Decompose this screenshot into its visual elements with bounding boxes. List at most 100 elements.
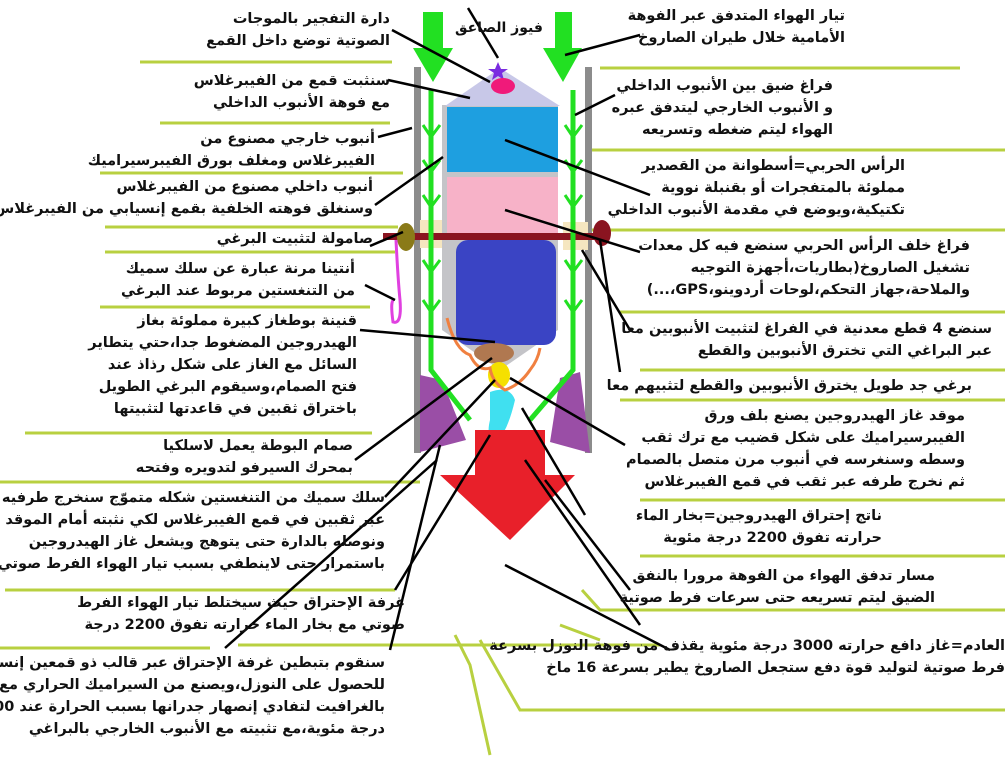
label-line: صمام البوطة يعمل لاسلكيا [163,438,353,454]
label-line: السائل مع الغاز على شكل رذاذ عند [107,357,357,373]
leader-line [509,376,626,447]
leader-line [377,126,413,139]
label-line: غرفة الإحتراق حيث سيختلط تيار الهواء الف… [77,595,405,611]
leader-line [466,7,500,59]
leader-line [224,459,438,649]
airflow-stream-left [428,90,472,422]
label-line: من التنغستين مربوط عند البرغي [120,283,355,299]
label-front-airflow: تيار الهواء المتدفق عبر الفوهة الأمامية خ… [628,5,845,49]
label-line: سنثبت قمع من الفيبرغلاس [193,73,390,89]
label-fiberglass-funnel: سنثبت قمع من الفيبرغلاس مع فوهة الأنبوب ا… [194,70,390,114]
leader-line [504,563,671,652]
outer-tube-left [414,67,421,453]
label-line: موقد غاز الهيدروجين يصنع بلف ورق [704,408,965,424]
antenna-wire [390,239,402,324]
electronics-bay [447,177,558,233]
leader-line [598,239,622,373]
label-combustion-chamber: غرفة الإحتراق حيث سيختلط تيار الهواء الف… [77,592,405,636]
leader-line [364,283,396,302]
label-hydrogen-burner: موقد غاز الهيدروجين يصنع بلف ورق الفيبرسي… [626,405,965,493]
airflow-chevron [563,299,584,315]
label-line: الأمامية خلال طيران الصاروخ [638,30,845,46]
label-long-bolt: برغي جد طويل يخترق الأنبوبين والقطع لتثب… [607,375,972,397]
label-combustion-product: ناتج إحتراق الهيدروجين=بخار الماء حرارته … [636,505,882,549]
label-line: للحصول على النوزل،ويصنع من السيراميك الح… [0,677,385,693]
exhaust-arrow [440,430,575,540]
label-line: مع فوهة الأنبوب الداخلي [212,95,390,111]
label-line: سلك سميك من التنغستين شكله متموّج سنخرج … [1,490,385,506]
label-line: الهيدروجين المضغوط جدا،حتي يتطاير [88,335,357,351]
label-line: والملاحة،جهاز التحكم،لوحات أردوينو،GPS،.… [646,282,970,298]
fuse-label: فيوز الصاعق [455,20,543,36]
leader-line [504,138,651,197]
label-line: قنينة بوطغاز كبيرة مملوئة بغاز [137,313,357,329]
label-line: الرأس الحربي=أسطوانة من القصدير [641,158,905,174]
airflow-arrow-right [543,12,582,82]
airflow-arrow-left [413,12,453,82]
label-warhead: الرأس الحربي=أسطوانة من القصدير مملوئة با… [608,155,905,221]
label-line: الضيق ليتم تسريعه حتى سرعات فرط صوتية [619,590,935,606]
label-line: فتح الصمام،وسيقوم البرغي الطويل [98,379,357,395]
underline [453,634,492,756]
airflow-chevron [421,124,442,140]
label-line: الفيبرسيراميك على شكل قضيب مع ترك ثقب [641,430,965,446]
label-line: الفيبرغلاس ومغلف بورق الفيبرسيراميك [87,153,375,169]
label-line: باختراق ثقبين في قاعدتها لتثبيتها [113,401,357,417]
label-line: وسنغلق فوهته الخلفية بقمع إنسيابي من الف… [0,201,373,217]
leader-line [387,78,471,100]
label-line: أنبوب داخلي مصنوع من الفيبرغلاس [116,179,373,195]
leader-line [504,208,641,254]
label-line: وسطه وسنغرسه في أنبوب مرن متصل بالصمام [625,452,965,468]
detonation-circuit-blob [491,78,515,94]
leader-line [388,444,442,651]
long-bolt [383,233,608,240]
label-electronics-bay: فراغ خلف الرأس الحربي سنضع فيه كل معدات ت… [638,235,970,301]
label-line: تشغيل الصاروخ(بطاريات،أجهزة التوجيه [690,260,970,276]
leader-line [544,479,631,591]
label-line: الهواء ليتم ضغطه وتسريعه [641,122,833,138]
label-line: برغي جد طويل يخترق الأنبوبين والقطع لتثب… [606,378,972,394]
label-line: حرارته تفوق 2200 درجة مئوية [663,530,882,546]
airflow-chevron [563,124,584,140]
airflow-chevron [563,194,584,210]
label-line: صوتي مع بخار الماء حرارته تفوق 2200 درجة [84,617,405,633]
label-line: العادم=غاز دافع حرارته 3000 درجة مئوية ي… [489,638,1005,654]
underline [478,639,1005,712]
leader-line [580,249,632,331]
label-line: عبر البراغي التي تخترق الأنبوبين والقطع [697,343,992,359]
label-line: درجة مئوية،مع تثبيته مع الأنبوب الخارجي … [28,721,385,737]
airflow-chevron [421,194,442,210]
label-line: سنضع 4 قطع معدنية في الفراغ لتثبيت الأنب… [621,321,992,337]
leader-line [520,407,587,516]
label-line: تكتيكية،ويوضع في مقدمة الأنبوب الداخلي [607,202,905,218]
label-tungsten-wire: سلك سميك من التنغستين شكله متموّج سنخرج … [0,487,385,575]
label-bolt-nut: صامولة لتثبيت البرغي [217,228,373,250]
leader-line [374,155,444,207]
warhead [447,107,558,172]
label-line: سنقوم بتبطين غرفة الإحتراق عبر قالب ذو ق… [0,655,385,671]
label-line: ونوصله بالدارة حتى يتوهج ويشعل غاز الهيد… [28,534,385,550]
label-exhaust: العادم=غاز دافع حرارته 3000 درجة مئوية ي… [489,635,1005,679]
label-line: صامولة لتثبيت البرغي [216,231,373,247]
label-line: تيار الهواء المتدفق عبر الفوهة [627,8,845,24]
label-line: ثم نخرج طرفه عبر ثقب في قمع الفيبرغلاس [644,474,965,490]
bolt-nut [397,223,415,251]
leader-line [359,328,496,344]
label-line: ناتج إحتراق الهيدروجين=بخار الماء [635,508,882,524]
label-line: فراغ خلف الرأس الحربي سنضع فيه كل معدات [638,238,970,254]
label-line: عبر ثقبين في قمع الفيبرغلاس لكي نثبته أم… [5,512,385,528]
leader-line [391,28,491,84]
label-line: و الأنبوب الخارجي ليتدفق عبره [611,100,833,116]
leader-line [384,379,496,498]
fuse-star [488,62,508,80]
label-metal-spacers: سنضع 4 قطع معدنية في الفراغ لتثبيت الأنب… [621,318,992,362]
label-gas-bottle: قنينة بوطغاز كبيرة مملوئة بغاز الهيدروجين… [88,310,357,420]
leader-line [369,230,404,248]
label-line: مملوئة بالمتفجرات أو بقنبلة نووية [661,180,905,196]
label-inner-tube: أنبوب داخلي مصنوع من الفيبرغلاس وسنغلق فو… [0,176,373,220]
